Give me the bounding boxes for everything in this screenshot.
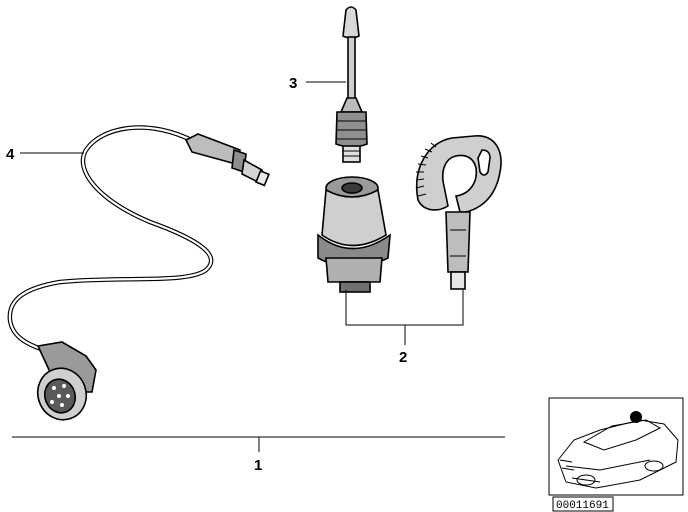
antenna-cable bbox=[7, 125, 270, 421]
mounting-wrench bbox=[415, 135, 502, 290]
callout-1: 1 bbox=[254, 457, 262, 474]
vehicle-inset: 00011691 bbox=[548, 397, 684, 512]
antenna-rod bbox=[335, 6, 368, 163]
location-marker-icon bbox=[630, 411, 642, 423]
callout-2: 2 bbox=[399, 349, 407, 366]
reference-box bbox=[552, 496, 614, 512]
callout-3: 3 bbox=[289, 75, 297, 92]
bracket-2 bbox=[345, 290, 464, 326]
callout-4: 4 bbox=[6, 146, 15, 163]
car-outline-icon bbox=[557, 419, 679, 489]
leader-lines bbox=[12, 81, 505, 452]
reference-number: 00011691 bbox=[556, 500, 609, 512]
antenna-base bbox=[317, 176, 391, 293]
